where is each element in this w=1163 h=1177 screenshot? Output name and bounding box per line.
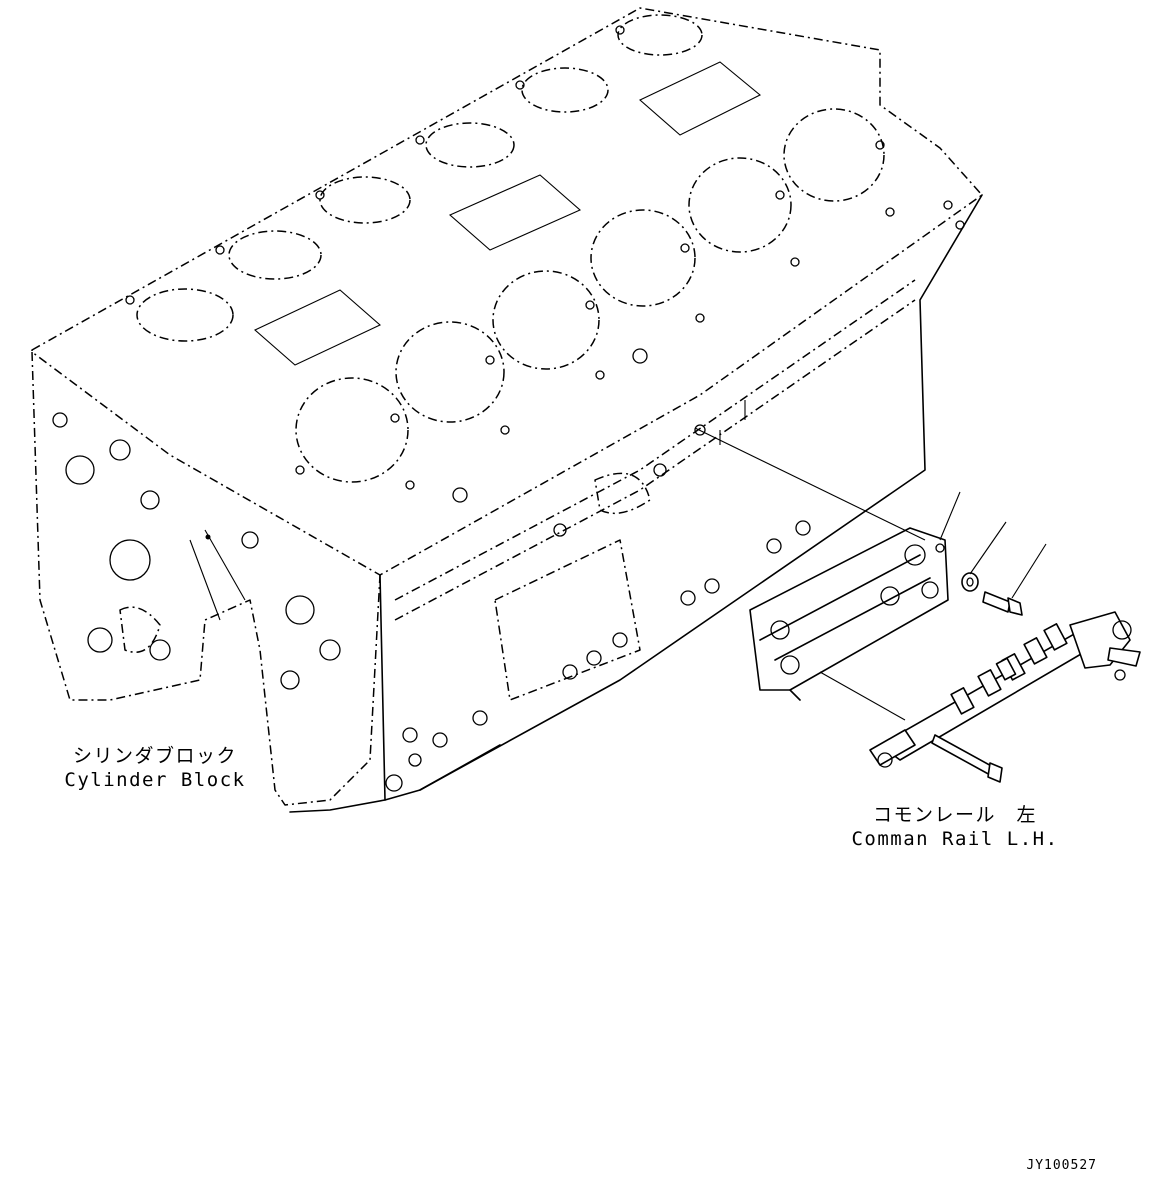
block-front-face [31, 351, 381, 806]
cylinder-block-label: シリンダブロック Cylinder Block [40, 744, 270, 792]
cylinder-block [31, 7, 983, 813]
bolt [982, 591, 1023, 616]
deck-holes [125, 25, 965, 490]
cylinder-block-label-jp: シリンダブロック [72, 745, 237, 767]
valley-plates [254, 61, 762, 366]
side-bosses [385, 348, 811, 792]
lower-casting-features [494, 400, 746, 701]
common-rail-label-en: Comman Rail L.H. [851, 828, 1059, 850]
cylinder-bores-front [295, 108, 885, 483]
common-rail [869, 611, 1141, 783]
block-pan-rail [394, 279, 916, 621]
common-rail-label-jp: コモンレール 左 [872, 804, 1037, 826]
drawing-number: JY100527 [1026, 1158, 1097, 1173]
block-bottom-edge [289, 744, 501, 813]
leader-lines [694, 427, 1047, 721]
cylinder-bores-rear [136, 14, 703, 342]
front-face-details [52, 412, 341, 690]
block-side-face [379, 194, 983, 801]
cylinder-block-label-en: Cylinder Block [64, 769, 246, 791]
common-rail-label: コモンレール 左 Comman Rail L.H. [830, 803, 1080, 851]
common-rail-bracket [749, 527, 949, 701]
washer [961, 572, 979, 592]
block-top-deck [31, 7, 983, 576]
